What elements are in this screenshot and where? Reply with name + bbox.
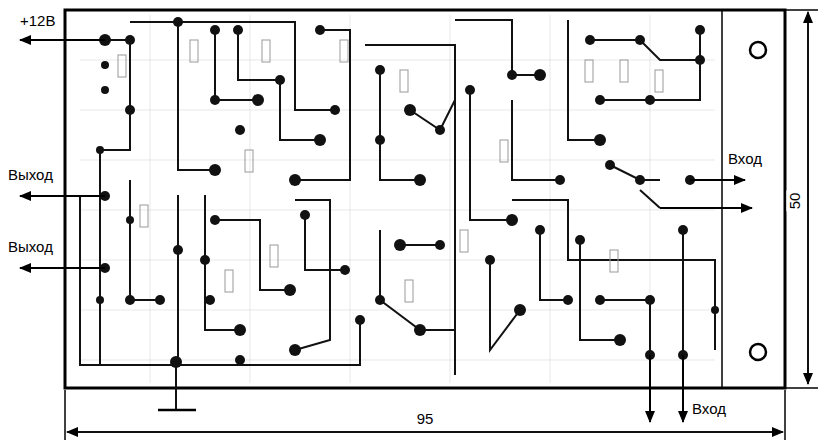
output-label: Выход	[6, 238, 55, 256]
solder-pads	[96, 17, 719, 368]
pcb-traces	[80, 20, 715, 410]
mount-hole	[750, 42, 766, 58]
mount-hole	[750, 344, 766, 360]
signal-arrows	[20, 40, 752, 422]
dimension-label: 50	[786, 191, 804, 212]
dimension-lines	[65, 10, 818, 440]
supply-label: +12В	[18, 12, 57, 30]
board-outline	[65, 10, 785, 388]
output-label: Выход	[6, 166, 55, 184]
ground-symbol	[158, 409, 196, 412]
dimension-label: 95	[415, 410, 436, 428]
component-outlines	[118, 40, 663, 302]
input-label: Вход	[726, 150, 764, 168]
input-label: Вход	[690, 400, 728, 418]
